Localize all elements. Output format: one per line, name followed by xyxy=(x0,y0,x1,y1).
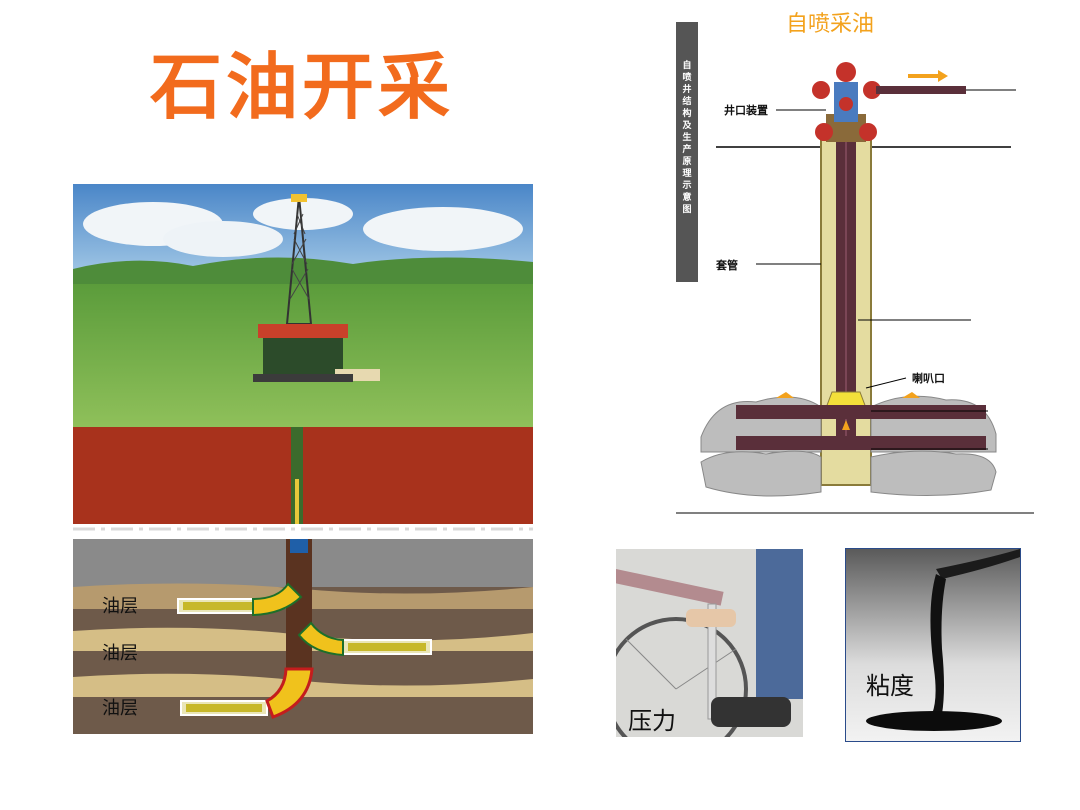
oil-layer-label-3: 油层 xyxy=(102,698,138,719)
diagram-vertical-title: 自喷井结构及生产原理示意图 xyxy=(682,61,692,215)
reservoir-cross-section xyxy=(73,539,533,734)
viscosity-photo xyxy=(845,548,1021,742)
pressure-caption: 压力 xyxy=(628,707,676,735)
diagram-title: 自喷采油 xyxy=(786,12,875,37)
oil-layer-label-2: 油层 xyxy=(102,643,138,664)
bike-pump-photo xyxy=(616,549,803,737)
separator-line xyxy=(73,527,533,531)
casing-label: 套管 xyxy=(716,259,738,272)
flowing-well-diagram xyxy=(676,22,1036,514)
wellhead-label: 井口装置 xyxy=(724,104,768,117)
oil-rig-illustration xyxy=(73,184,533,524)
slide-title: 石油开采 xyxy=(150,45,455,129)
viscosity-caption: 粘度 xyxy=(866,672,914,700)
nozzle-label: 喇叭口 xyxy=(912,372,945,385)
oil-layer-label-1: 油层 xyxy=(102,596,138,617)
